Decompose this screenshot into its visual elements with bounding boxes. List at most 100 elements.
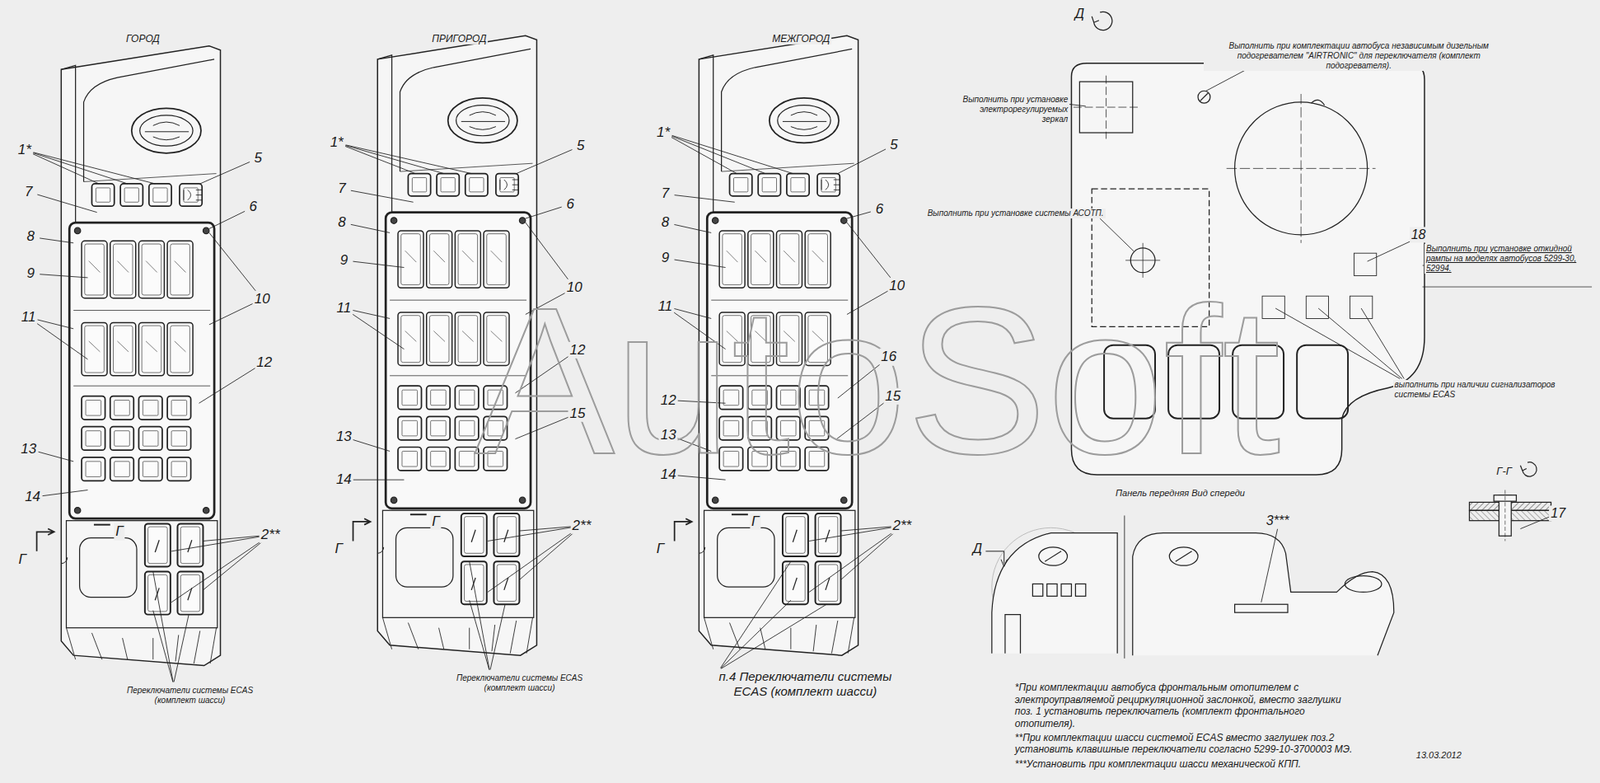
drawing-line — [698, 55, 713, 215]
leader-line — [469, 561, 490, 670]
rocker-switch — [426, 312, 453, 365]
button — [469, 177, 484, 192]
button — [81, 457, 105, 481]
section-label: Г — [113, 523, 125, 540]
leader-line — [32, 154, 99, 184]
leader-line — [809, 527, 894, 542]
rocker-switch — [401, 233, 422, 286]
rocker-switch — [397, 312, 424, 365]
button — [402, 450, 418, 467]
leader-line — [345, 145, 444, 174]
panel-view — [1310, 99, 1324, 105]
switch-icon — [825, 529, 830, 543]
button — [171, 430, 188, 447]
button — [110, 457, 134, 481]
switch-icon — [183, 189, 202, 200]
panel-view — [1296, 345, 1348, 419]
rocker-switch — [141, 243, 162, 295]
leader-line — [37, 319, 74, 329]
button — [85, 461, 102, 478]
leader-line — [720, 603, 827, 669]
front-panel-view — [1047, 583, 1058, 596]
front-panel-view — [1075, 583, 1086, 596]
button — [114, 430, 131, 447]
switch-icon — [504, 577, 509, 590]
panel-view — [1305, 295, 1329, 319]
ecas-switch — [493, 561, 520, 604]
panel-view — [1197, 90, 1211, 103]
rocker-switch — [84, 243, 105, 295]
button — [81, 426, 105, 450]
screw — [711, 217, 718, 224]
switch-icon — [88, 341, 101, 352]
rocker-switch — [110, 240, 136, 298]
screw — [74, 227, 80, 234]
drawing-line — [73, 309, 211, 311]
switch-plate — [69, 222, 215, 519]
footnote: ***Установить при комплектации шасси мех… — [1013, 757, 1359, 770]
leader-line — [671, 135, 766, 174]
switch-icon — [726, 250, 739, 262]
front-panel-view — [1175, 551, 1193, 562]
cutout — [717, 527, 775, 587]
button — [402, 389, 418, 406]
leader-line — [674, 259, 726, 267]
button — [85, 400, 102, 417]
leader-line — [42, 490, 89, 496]
drawing-line — [84, 59, 216, 183]
leader-line — [209, 303, 254, 325]
leader-line — [487, 530, 575, 592]
logo — [448, 98, 518, 143]
ecas-switch — [177, 571, 204, 615]
screw — [202, 507, 209, 514]
switch-icon — [174, 261, 187, 273]
callout-number: 10 — [887, 277, 907, 295]
button — [426, 385, 450, 409]
callout-number: 8 — [24, 228, 36, 245]
leader-line — [345, 145, 416, 174]
section-label: Г — [430, 513, 441, 530]
button — [458, 420, 475, 436]
panel-view — [1350, 295, 1373, 319]
drawing-line — [84, 173, 217, 183]
section-label: Г — [333, 540, 345, 557]
note-text: выполнить при наличии сигнализаторов сис… — [1393, 379, 1581, 400]
ecas-switch — [782, 513, 809, 557]
front-panel-view — [1001, 559, 1007, 567]
rocker-switch — [112, 325, 133, 373]
view-label: Д — [1073, 6, 1086, 23]
switch-icon — [88, 261, 101, 273]
button — [762, 177, 777, 192]
panel-view — [1073, 107, 1139, 108]
button — [179, 183, 202, 206]
switch-icon — [405, 250, 417, 262]
callout-number: 18 — [1409, 226, 1428, 243]
leader-line — [199, 367, 258, 404]
callout-number: 9 — [24, 265, 36, 282]
leader-line — [32, 153, 127, 184]
ecas-switch — [177, 523, 204, 567]
section-mark — [37, 528, 55, 552]
leader-line — [846, 211, 871, 219]
switch-icon — [755, 250, 768, 262]
ecas-switch — [461, 561, 487, 604]
button — [138, 457, 162, 481]
view-label: Г-Г — [1494, 464, 1513, 478]
leader-line — [202, 535, 262, 541]
panel-view — [1068, 103, 1086, 106]
button — [142, 430, 159, 447]
drawing-line — [400, 48, 532, 172]
callout-number: 11 — [656, 297, 675, 314]
leader-line — [490, 603, 506, 670]
ecas-switch — [145, 571, 171, 615]
callout-number: 14 — [659, 466, 679, 483]
ecas-switch — [148, 574, 169, 612]
switch-panel — [37, 46, 221, 666]
button — [114, 461, 131, 478]
button — [167, 396, 191, 420]
button — [167, 426, 191, 450]
leader-line — [487, 527, 573, 542]
leader-line — [519, 531, 575, 580]
front-panel-view — [1235, 603, 1288, 613]
switch-icon — [116, 341, 129, 352]
